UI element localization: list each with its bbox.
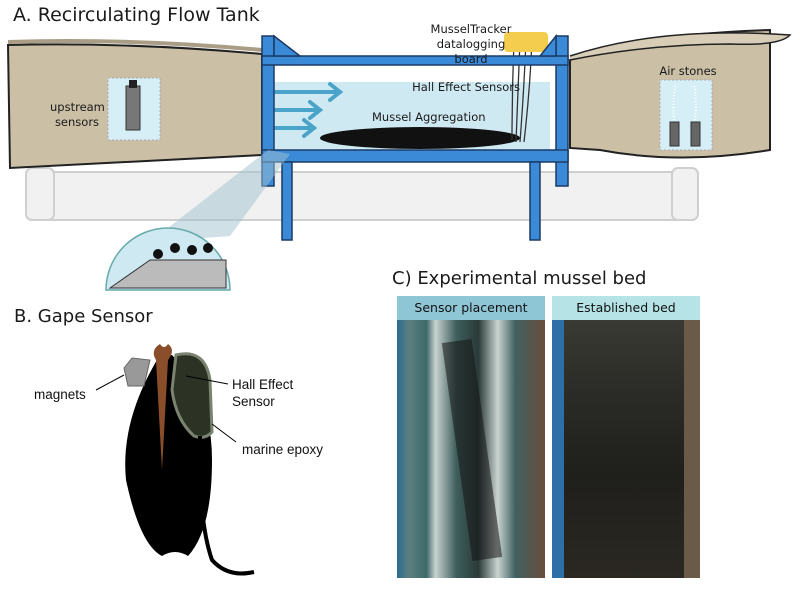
- mussel-byssus: [153, 344, 172, 470]
- return-pipes: [25, 167, 699, 221]
- tank-edge-right: [684, 320, 700, 578]
- mussel-aggregation: [320, 127, 520, 149]
- panel-b-title: B. Gape Sensor: [14, 306, 153, 327]
- datalogging-board-label: MusselTracker datalogging board: [430, 22, 512, 66]
- mussel-aggregation-label: Mussel Aggregation: [372, 110, 486, 124]
- established-bed-photo: [552, 320, 700, 578]
- hall-effect-sensor-shape: [170, 352, 214, 439]
- air-stone-2: [690, 121, 701, 147]
- established-bed-header: Established bed: [552, 296, 700, 320]
- mussel-shell: [125, 355, 212, 556]
- tank-edge: [552, 320, 564, 578]
- blue-frame: [261, 33, 569, 241]
- sensor-placement-header: Sensor placement: [397, 296, 545, 320]
- hall-effect-sensors-label: Hall Effect Sensors: [412, 80, 520, 94]
- upstream-sensors-label: upstream sensors: [50, 100, 105, 129]
- marine-epoxy-label: marine epoxy: [242, 442, 324, 457]
- panel-c-title: C) Experimental mussel bed: [392, 268, 647, 289]
- air-stone-1: [669, 121, 680, 147]
- upstream-sensor-icon: [125, 85, 141, 131]
- magnet-shape: [123, 357, 151, 387]
- sensor-cluster: [441, 338, 503, 562]
- hall-effect-sensor-label: Hall Effect Sensor: [232, 377, 294, 409]
- zoom-cone: [150, 150, 290, 242]
- magnets-label: magnets: [34, 387, 86, 402]
- sensor-placement-photo: [397, 320, 545, 578]
- datalogging-board-icon: [504, 32, 548, 52]
- air-stones-label: Air stones: [659, 64, 717, 78]
- flow-tank-illustration: [6, 28, 792, 291]
- air-stones-box: [659, 79, 713, 151]
- flow-arrows: [274, 82, 344, 138]
- panel-a-title: A. Recirculating Flow Tank: [13, 4, 260, 26]
